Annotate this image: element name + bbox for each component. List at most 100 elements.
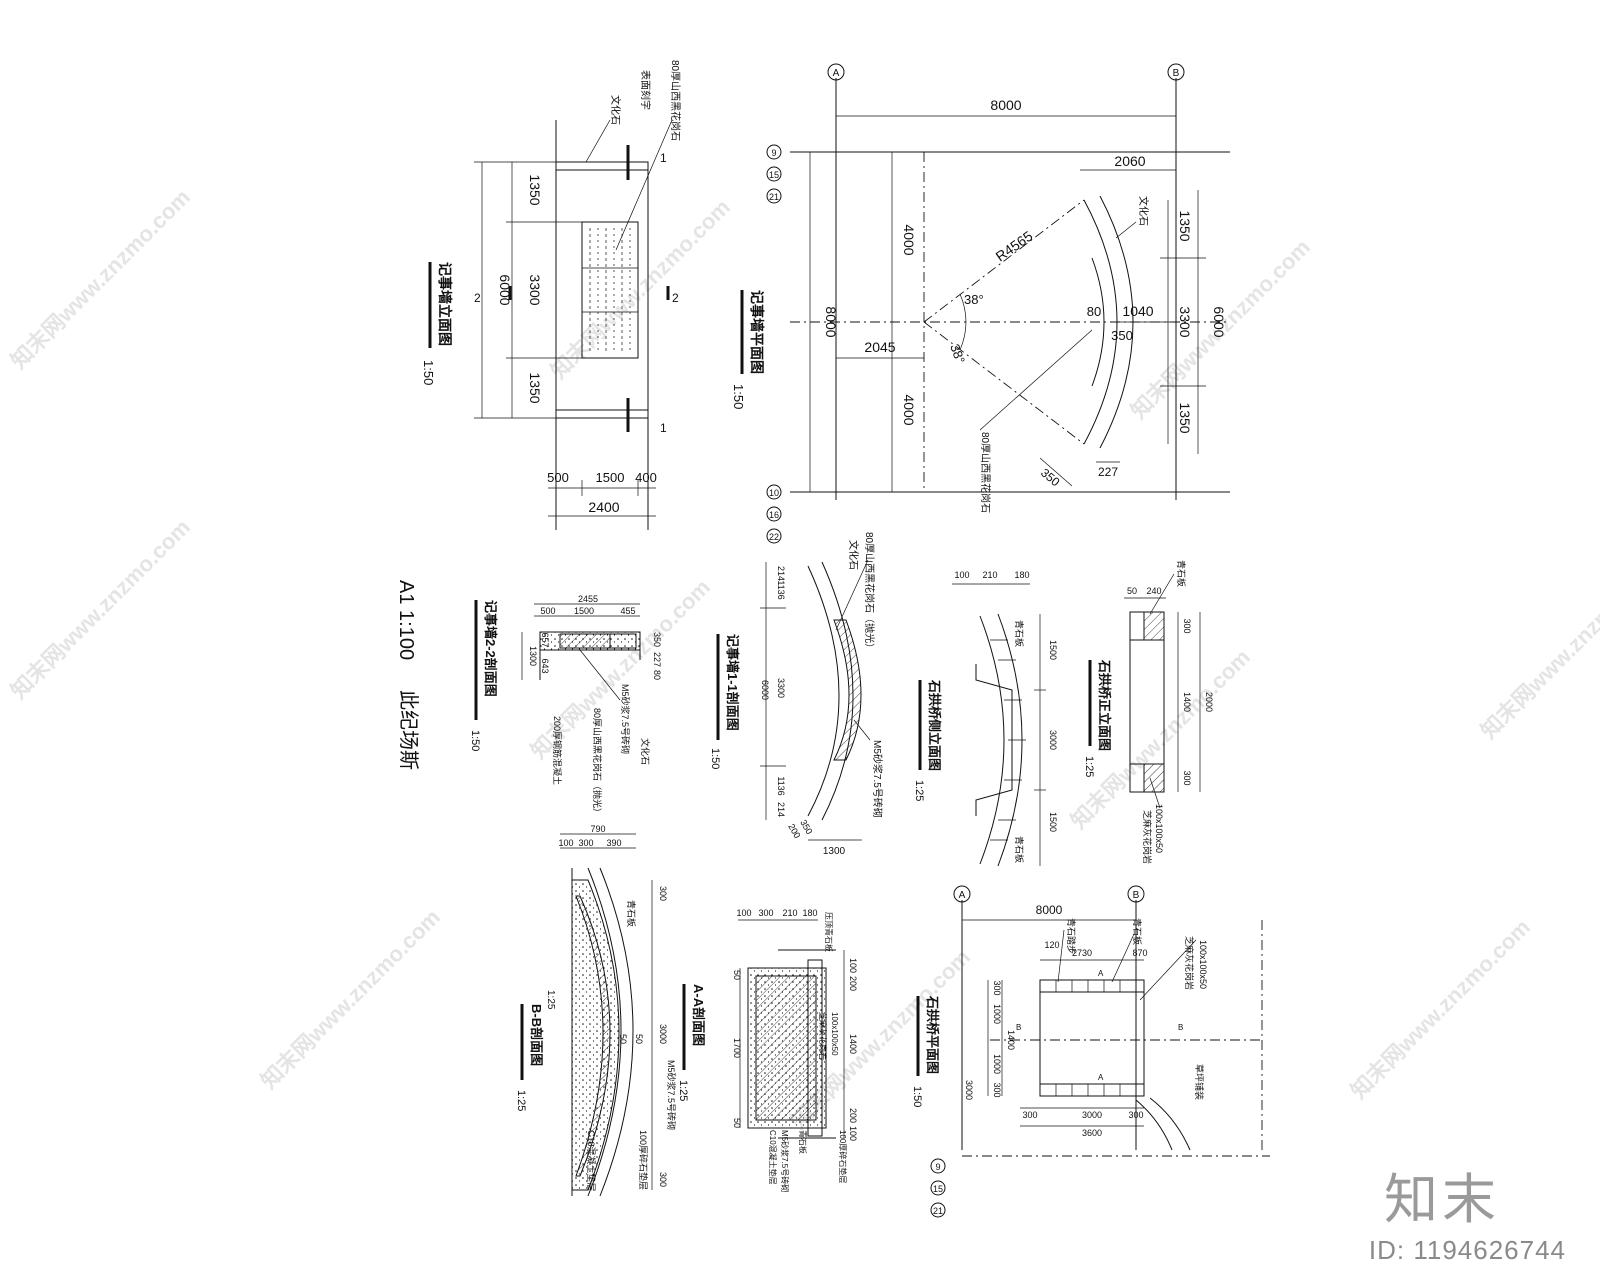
arc-wall-outer xyxy=(1083,199,1118,445)
axis-label: 21 xyxy=(933,1206,943,1216)
note: 文化石 xyxy=(640,738,651,765)
note: M5砂浆7.5号砖砌 xyxy=(780,1130,790,1192)
dim-label: 240 xyxy=(1146,586,1161,596)
note: 80厚山西黑花岗石（抛光） xyxy=(863,532,876,653)
view-scale: 1:50 xyxy=(421,360,436,385)
view-scale: 1:25 xyxy=(677,1080,689,1101)
dim-label: 227 xyxy=(1098,465,1118,479)
radius-label: R4565 xyxy=(993,228,1036,265)
dim-label: 300 xyxy=(758,908,773,918)
dim-label: 2045 xyxy=(864,339,895,355)
axis-label: 15 xyxy=(769,170,779,180)
dim-label: 350 xyxy=(1111,328,1133,343)
dim-total: 2000 xyxy=(1204,692,1214,712)
dim-label: 4000 xyxy=(901,394,917,425)
dim-label: 3000 xyxy=(1082,1110,1102,1120)
dim-label: 50 xyxy=(732,1118,742,1128)
note: 青石板 xyxy=(626,900,637,927)
dim-label: 1400 xyxy=(848,1034,858,1054)
engraved-panel xyxy=(581,221,639,359)
sheet-scale-tail: 此纪场斯 xyxy=(397,690,420,770)
section-b-b-view: 790 100 300 390 300 3000 300 50 50 青石板 M… xyxy=(515,824,677,1197)
dim-label: 80 xyxy=(1087,304,1101,319)
dim-label: 643 xyxy=(540,658,550,673)
view-title: 记事墙立面图 xyxy=(437,262,453,346)
sheet-scale: A1 1:100 xyxy=(395,580,417,660)
dim-total: 8000 xyxy=(823,306,839,337)
section-mark: A xyxy=(1098,1073,1104,1082)
dim-label: 1136 xyxy=(776,776,786,795)
dim-label: 100 xyxy=(848,1126,858,1141)
dim-label: 400 xyxy=(635,470,657,485)
dim-label: 300 xyxy=(992,1082,1002,1097)
view-scale: 1:50 xyxy=(709,748,721,769)
dim-label: 100 xyxy=(736,908,751,918)
view-scale: 1:25 xyxy=(913,780,925,801)
dim-label: 300 xyxy=(658,886,668,901)
dim-label: 1300 xyxy=(528,646,538,666)
dim-total: 2400 xyxy=(588,499,619,515)
note: C10混凝土垫层 xyxy=(768,1130,778,1185)
axis-label: 22 xyxy=(769,532,779,542)
dim-label: 1300 xyxy=(823,846,846,857)
grid-bubbles-bridge: 9 15 21 xyxy=(930,1158,946,1218)
note: 青石板 xyxy=(1014,620,1025,647)
note: 100x100x50 xyxy=(1154,804,1164,853)
note: 100x100x50 xyxy=(830,1012,839,1056)
dim-label: 1500 xyxy=(1048,640,1058,660)
grid-bubbles-bottom: 10 16 22 xyxy=(766,484,782,544)
axis-label: 10 xyxy=(769,488,779,498)
watermark: 知末网www.znzmo.com xyxy=(546,194,735,383)
section-mark: 2 xyxy=(474,291,481,305)
dim-label: 1040 xyxy=(1122,303,1153,319)
section-mark: B xyxy=(1178,1023,1183,1032)
axis-label: A xyxy=(833,68,840,79)
bridge-deck xyxy=(1039,979,1145,1097)
section-mark: 1 xyxy=(660,421,667,435)
view-scale: 1:50 xyxy=(911,1086,923,1107)
watermark: 知末网www.znzmo.com xyxy=(6,514,195,703)
note: 100厚碎石垫层 xyxy=(638,1130,649,1190)
dim-label: 870 xyxy=(1132,948,1147,958)
axis-label: 16 xyxy=(769,510,779,520)
section-2-2-view: 2455 500 1500 455 1300 657 643 350 227 8… xyxy=(469,594,662,817)
dim-label: 1000 xyxy=(992,1054,1002,1074)
dim-label: 180 xyxy=(802,908,817,918)
dim-label: 2060 xyxy=(1114,153,1145,169)
dim-total: 8000 xyxy=(990,97,1021,113)
dim-label: 3000 xyxy=(658,1024,668,1044)
dim-label: 1000 xyxy=(992,1004,1002,1024)
note: 压顶青石板 xyxy=(824,912,834,952)
axis-label: 9 xyxy=(771,148,776,158)
view-title: 石拱桥侧立面图 xyxy=(927,679,942,771)
plan-view: A B 8000 8000 4000 4000 9 15 21 10 16 22 xyxy=(731,63,1230,544)
dim-label: 1350 xyxy=(527,174,543,205)
dim-label: 210 xyxy=(982,570,997,580)
note: 文化石 xyxy=(1137,196,1150,226)
dim-total: 790 xyxy=(590,824,605,834)
axis-label: B xyxy=(1133,890,1140,901)
view-scale: 1:25 xyxy=(545,990,556,1010)
grid-bubbles-top: 9 15 21 xyxy=(766,144,782,204)
axis-label: A xyxy=(959,890,966,901)
dim-label: 100 xyxy=(558,838,573,848)
note: 芝麻灰花岗岩 xyxy=(1142,810,1153,864)
brand-logo: 知末 xyxy=(1384,1170,1500,1230)
dim-label: 1350 xyxy=(1177,402,1193,433)
watermark: 知末网www.znzmo.com xyxy=(1476,554,1600,743)
note: 80厚山西黑花岗石 xyxy=(979,432,992,513)
bridge-arch xyxy=(979,615,1005,865)
note: 100厚碎石垫层 xyxy=(838,1130,848,1183)
dim-label: 200 xyxy=(848,1108,858,1123)
dim-label: 3000 xyxy=(1048,730,1058,750)
dim-label: 390 xyxy=(606,838,621,848)
dim-label: 210 xyxy=(782,908,797,918)
view-scale: 1:25 xyxy=(1083,756,1095,777)
paving-ticks xyxy=(1055,980,1121,1096)
dim-label: 455 xyxy=(620,606,635,616)
dim-total: 3600 xyxy=(1082,1128,1102,1138)
dim-label: 300 xyxy=(1182,770,1192,785)
section-a-a-view: 100 300 210 180 1700 50 50 100 200 1400 … xyxy=(677,908,858,1192)
dim-label: 1700 xyxy=(732,1038,742,1058)
note: 青石板 xyxy=(1132,918,1143,945)
